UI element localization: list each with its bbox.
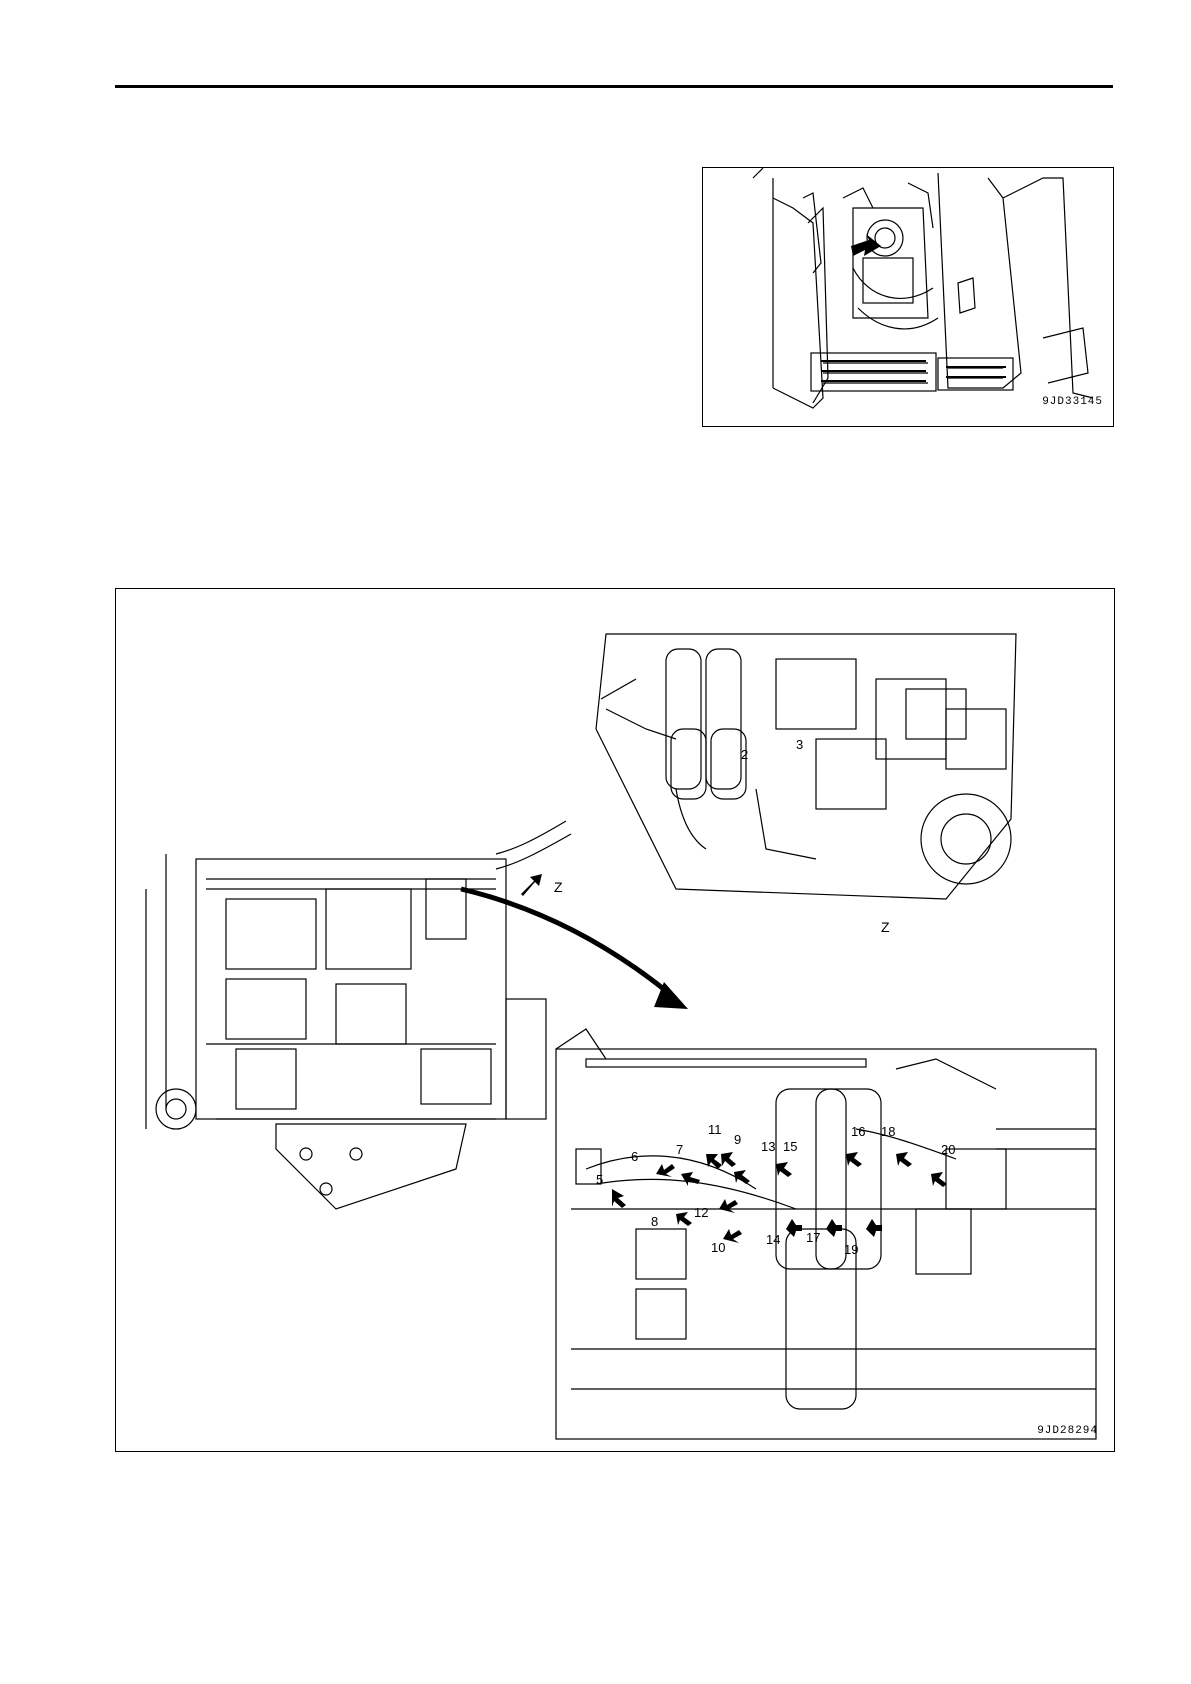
- callout-3: 3: [796, 737, 803, 752]
- figure-code: 9JD28294: [1037, 1425, 1098, 1437]
- view-label: Z: [881, 919, 890, 935]
- figure-cab-view: 9JD33145: [702, 167, 1114, 427]
- callout-19: 19: [844, 1242, 858, 1257]
- cab-view-drawing: [703, 168, 1113, 426]
- figure-engine-view: 5 6 7 8 9 10 11 12 13 14 15 16 17 18 19 …: [115, 588, 1115, 1452]
- engine-overview-drawing: 5 6 7 8 9 10 11 12 13 14 15 16 17 18 19 …: [116, 589, 1114, 1451]
- callout-15: 15: [783, 1139, 797, 1154]
- callout-12: 12: [694, 1205, 708, 1220]
- callout-7: 7: [676, 1142, 683, 1157]
- pointer-arrow-icon: [851, 234, 881, 256]
- view-direction-arrow-icon: [521, 874, 542, 896]
- callout-16: 16: [851, 1124, 865, 1139]
- callout-9: 9: [734, 1132, 741, 1147]
- callout-14: 14: [766, 1232, 780, 1247]
- callout-13: 13: [761, 1139, 775, 1154]
- callout-5: 5: [596, 1172, 603, 1187]
- callout-2: 2: [741, 747, 748, 762]
- callout-17: 17: [806, 1230, 820, 1245]
- header-rule: [115, 85, 1113, 88]
- figure-code: 9JD33145: [1042, 396, 1103, 408]
- view-arrow-label: Z: [554, 879, 563, 895]
- callout-6: 6: [631, 1149, 638, 1164]
- callout-20: 20: [941, 1142, 955, 1157]
- callout-10: 10: [711, 1240, 725, 1255]
- callout-11: 11: [708, 1122, 722, 1137]
- callout-18: 18: [881, 1124, 895, 1139]
- callout-8: 8: [651, 1214, 658, 1229]
